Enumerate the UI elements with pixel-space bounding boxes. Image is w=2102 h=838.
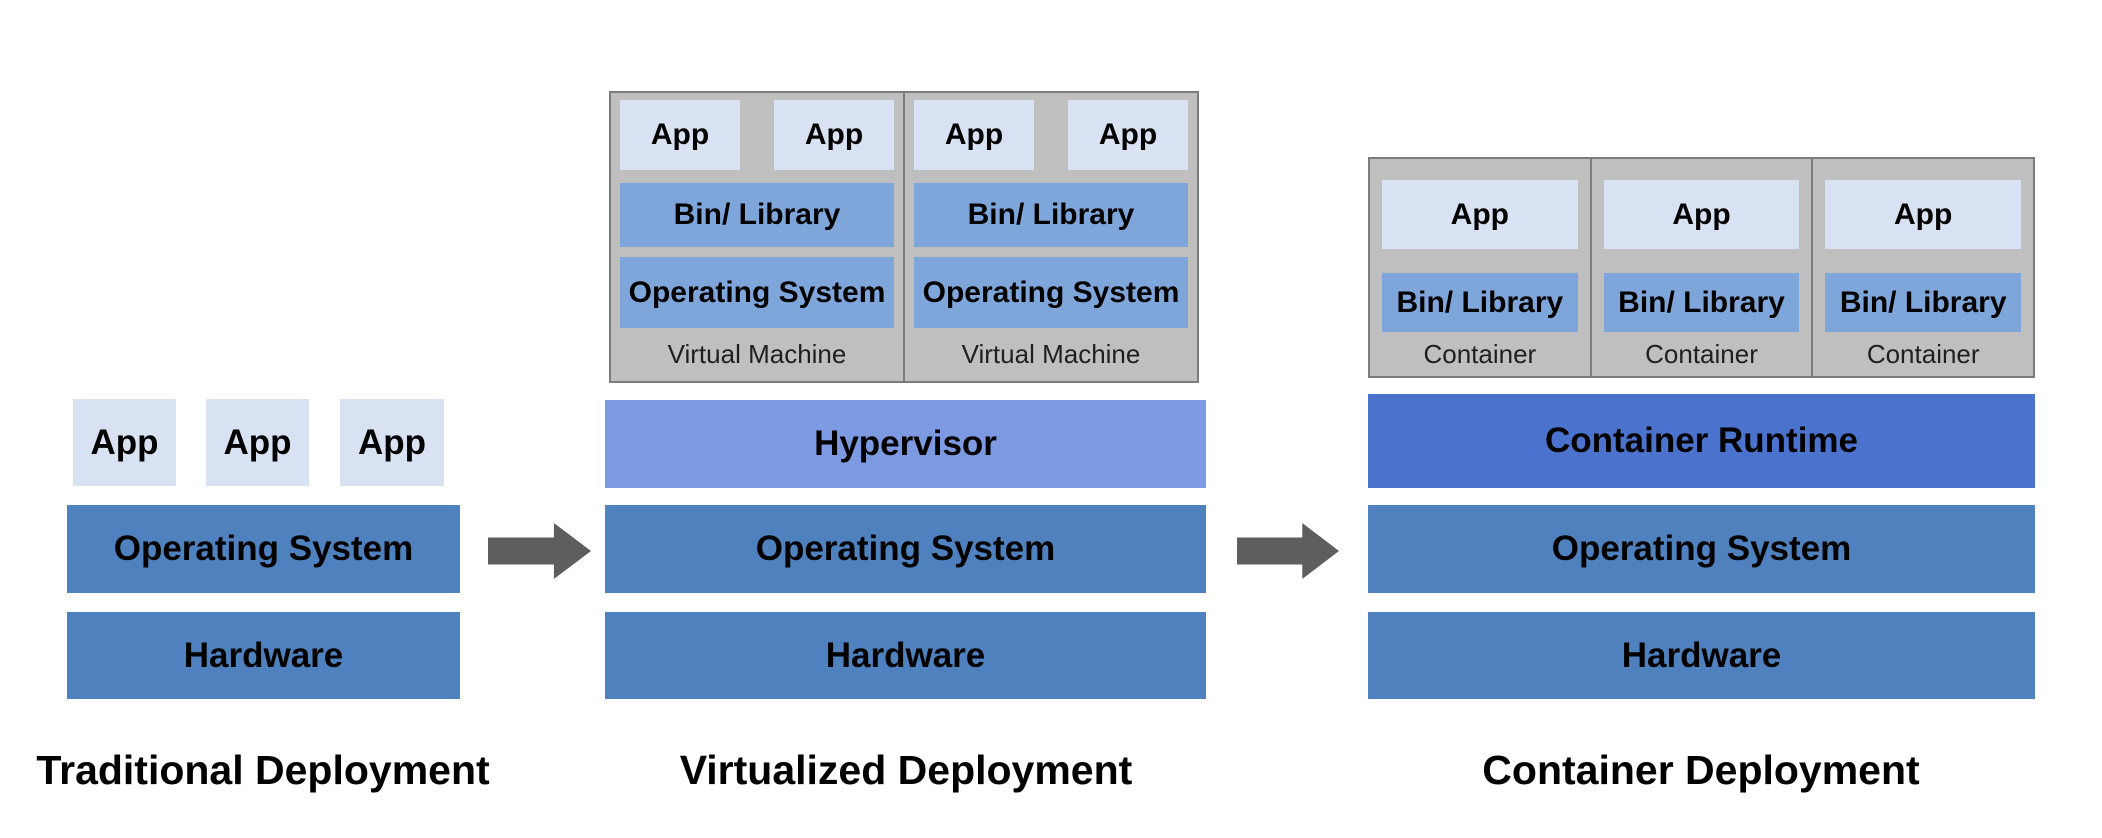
container1-bin-library-bar: Bin/ Library [1382,273,1578,332]
vm1-caption: Virtual Machine [667,339,847,369]
traditional-operating-system-bar: Operating System [67,505,460,593]
vm2-caption: Virtual Machine [961,339,1141,369]
vm2-app-box-1: App [914,100,1034,170]
container-runtime-bar: Container Runtime [1368,394,2035,488]
vm1-apps-row: App App [620,100,894,170]
traditional-app-box-2: App [206,399,309,486]
container-operating-system-bar: Operating System [1368,505,2035,593]
traditional-app-box-1: App [73,399,176,486]
containers-group: App Bin/ Library Container App Bin/ Libr… [1368,157,2035,378]
vm2-app-box-2: App [1068,100,1188,170]
container1-caption: Container [1423,338,1537,369]
virtual-machine-2: App App Bin/ Library Operating System Vi… [903,93,1197,381]
virtualized-deployment-title: Virtualized Deployment [679,747,1133,793]
arrow-virtualized-to-container-icon [1237,523,1339,579]
container3-app-box: App [1825,180,2022,249]
container-3: App Bin/ Library Container [1811,159,2033,376]
vm1-app-box-1: App [620,100,740,170]
container2-bin-library-bar: Bin/ Library [1603,273,1800,332]
container1-app-box: App [1382,180,1578,249]
container-2: App Bin/ Library Container [1589,159,1812,376]
container3-bin-library-bar: Bin/ Library [1825,273,2022,332]
vm1-operating-system-bar: Operating System [620,257,894,328]
virtualized-hardware-bar: Hardware [605,612,1206,699]
container-deployment-title: Container Deployment [1482,747,1920,793]
arrow-traditional-to-virtualized-icon [488,523,591,579]
container-1: App Bin/ Library Container [1370,159,1590,376]
virtual-machine-1: App App Bin/ Library Operating System Vi… [611,93,903,381]
vm1-bin-library-bar: Bin/ Library [620,183,894,247]
container-hardware-bar: Hardware [1368,612,2035,699]
vm2-operating-system-bar: Operating System [914,257,1188,328]
container2-app-box: App [1603,180,1800,249]
traditional-hardware-bar: Hardware [67,612,460,699]
virtual-machines-group: App App Bin/ Library Operating System Vi… [609,91,1199,383]
traditional-deployment-title: Traditional Deployment [36,747,490,793]
vm2-apps-row: App App [914,100,1188,170]
container2-caption: Container [1645,338,1758,369]
hypervisor-bar: Hypervisor [605,400,1206,488]
traditional-app-box-3: App [340,399,444,486]
container3-caption: Container [1866,338,1980,369]
virtualized-operating-system-bar: Operating System [605,505,1206,593]
vm2-bin-library-bar: Bin/ Library [914,183,1188,247]
vm1-app-box-2: App [774,100,894,170]
